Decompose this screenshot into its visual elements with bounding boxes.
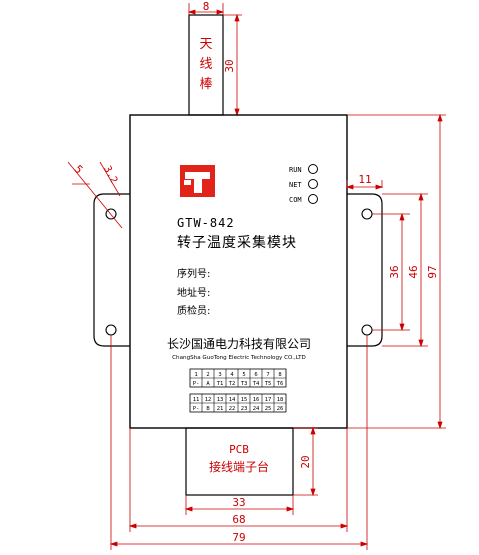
- terminal-cell-bottom-row2-2: 21: [217, 406, 224, 412]
- terminal-cell-top-row1-5: 6: [254, 372, 257, 378]
- dim-terminal-height-label: 20: [299, 455, 312, 468]
- indicator-run-label: RUN: [289, 166, 302, 174]
- terminal-cell-bottom-row2-4: 23: [241, 406, 248, 412]
- field-serial: 序列号:: [177, 267, 210, 280]
- terminal-cell-top-row1-4: 5: [242, 372, 245, 378]
- terminal-cell-bottom-row1-1: 12: [205, 397, 212, 403]
- company-logo: [180, 165, 215, 197]
- dim-antenna-width: [187, 3, 225, 15]
- terminal-block-line1: PCB: [229, 443, 249, 456]
- dimension-lines: [67, 113, 446, 550]
- terminal-cell-top-row1-1: 2: [206, 372, 209, 378]
- terminal-cell-top-row1-6: 7: [266, 372, 269, 378]
- terminal-cell-bottom-row2-3: 22: [229, 406, 236, 412]
- device-name: 转子温度采集模块: [177, 234, 297, 251]
- terminal-cell-bottom-row1-0: 11: [193, 397, 200, 403]
- dim-antenna-width-label: 8: [203, 0, 210, 13]
- field-inspector: 质检员:: [177, 304, 210, 317]
- terminal-cell-bottom-row1-7: 18: [277, 397, 284, 403]
- dim-total-height-label: 97: [426, 265, 439, 278]
- dim-chamfer-label: 3.2: [101, 164, 119, 185]
- mount-hole-top-right: [361, 208, 373, 220]
- terminal-cell-top-row2-0: P-: [193, 381, 200, 387]
- dim-offset-label: 11: [358, 173, 371, 186]
- company-name-en: ChangSha GuoTong Electric Technology CO.…: [172, 355, 306, 361]
- company-name-cn: 长沙国通电力科技有限公司: [167, 337, 311, 351]
- terminal-cell-top-row2-4: T3: [241, 381, 248, 387]
- mount-hole-bottom-right: [361, 324, 373, 336]
- terminal-cell-bottom-row1-6: 17: [265, 397, 272, 403]
- device-model: GTW-842: [177, 216, 235, 230]
- terminal-cell-top-row1-3: 4: [230, 372, 234, 378]
- terminal-cell-top-row2-5: T4: [253, 381, 260, 387]
- terminal-cell-top-row2-1: A: [206, 381, 210, 387]
- terminal-cell-bottom-row2-1: B: [206, 406, 210, 412]
- terminal-cell-bottom-row2-5: 24: [253, 406, 260, 412]
- field-address: 地址号:: [177, 286, 210, 299]
- dim-hole-pitch-outer-label: 46: [407, 265, 420, 278]
- terminal-cell-bottom-row1-3: 14: [229, 397, 236, 403]
- terminal-cell-bottom-row2-7: 26: [277, 406, 284, 412]
- dim-antenna-height-label: 30: [223, 59, 236, 72]
- mount-hole-bottom-left: [105, 324, 117, 336]
- antenna: 天 线 棒: [188, 14, 224, 116]
- terminal-cell-top-row2-7: T6: [277, 381, 284, 387]
- terminal-cell-top-row1-0: 1: [194, 372, 197, 378]
- terminal-cell-top-row2-6: T5: [265, 381, 272, 387]
- dim-terminal-width-label: 33: [232, 496, 245, 509]
- indicator-com-label: COM: [289, 196, 302, 204]
- terminal-cell-bottom-row1-2: 13: [217, 397, 224, 403]
- indicator-net-label: NET: [289, 181, 302, 189]
- com-led-icon: [308, 194, 318, 204]
- terminal-cell-bottom-row1-4: 15: [241, 397, 248, 403]
- terminal-block: PCB 接线端子台: [185, 427, 294, 496]
- antenna-label-1: 天: [199, 37, 212, 52]
- dim-body-width-label: 68: [232, 513, 245, 526]
- terminal-cell-top-row1-2: 3: [218, 372, 221, 378]
- terminal-cell-top-row1-7: 8: [278, 372, 281, 378]
- terminal-cell-top-row2-3: T2: [229, 381, 236, 387]
- dim-hole-pitch-inner-label: 36: [388, 265, 401, 278]
- terminal-cell-bottom-row2-6: 25: [265, 406, 272, 412]
- terminal-cell-bottom-row1-5: 16: [253, 397, 260, 403]
- indicator-panel: RUN NET COM: [289, 164, 318, 204]
- run-led-icon: [308, 164, 318, 174]
- terminal-cell-bottom-row2-0: P-: [193, 406, 200, 412]
- net-led-icon: [308, 179, 318, 189]
- antenna-label-2: 线: [199, 57, 212, 72]
- dim-total-width-label: 79: [232, 531, 245, 544]
- antenna-label-3: 棒: [199, 77, 212, 92]
- terminal-block-line2: 接线端子台: [209, 459, 269, 474]
- mount-hole-top-left: [105, 208, 117, 220]
- terminal-cell-top-row2-2: T1: [217, 381, 224, 387]
